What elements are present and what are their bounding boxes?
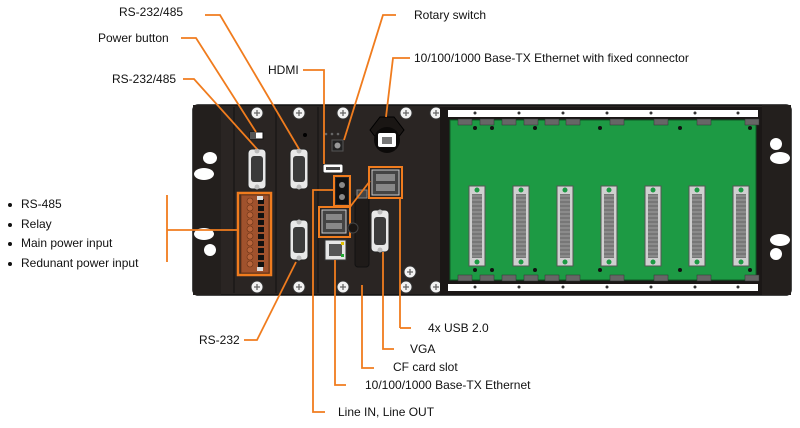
rail-clip bbox=[479, 274, 495, 282]
callout-line-rotary-switch bbox=[343, 14, 396, 141]
callout-line-rs232-485-left bbox=[183, 78, 258, 150]
led-indicator bbox=[303, 133, 307, 137]
callout-line-usb-link bbox=[349, 180, 371, 208]
rail-clip bbox=[501, 274, 517, 282]
rs232-485-port-left bbox=[247, 148, 267, 190]
screw-icon bbox=[403, 265, 417, 279]
rail-clip bbox=[523, 274, 539, 282]
callout-line-hdmi bbox=[303, 69, 325, 164]
rail-clip bbox=[523, 118, 539, 126]
mount-slot bbox=[770, 152, 790, 164]
left-mount-ear bbox=[193, 105, 221, 295]
terminal-block bbox=[240, 194, 270, 274]
io-slot-connector bbox=[512, 185, 530, 267]
right-mount-ear bbox=[762, 105, 791, 295]
list-item: Main power input bbox=[6, 234, 138, 254]
io-slot-connector bbox=[732, 185, 750, 267]
vga-port bbox=[370, 209, 390, 253]
label-audio: Line IN, Line OUT bbox=[338, 405, 435, 419]
rail-clip bbox=[696, 274, 712, 282]
list-item: RS-485 bbox=[6, 195, 138, 215]
callout-line-cf-card bbox=[361, 285, 374, 369]
io-slot-connector bbox=[556, 185, 574, 267]
screw-icon bbox=[336, 280, 350, 294]
callout-line-ethernet bbox=[334, 260, 346, 386]
rail-clip bbox=[653, 118, 669, 126]
rail-clip bbox=[744, 274, 760, 282]
rail-clip bbox=[457, 118, 473, 126]
io-slot-connector bbox=[644, 185, 662, 267]
rail-clip bbox=[544, 274, 560, 282]
io-slot-connector bbox=[688, 185, 706, 267]
label-rotary-switch: Rotary switch bbox=[414, 8, 487, 22]
rail-clip bbox=[609, 118, 625, 126]
rail-clip bbox=[479, 118, 495, 126]
list-item: Redunant power input bbox=[6, 254, 138, 274]
rail-clip bbox=[565, 118, 581, 126]
callout-line-eth-fixed bbox=[385, 57, 410, 118]
screw-icon bbox=[336, 106, 350, 120]
bottom-rail bbox=[448, 284, 758, 291]
screw-icon bbox=[399, 280, 413, 294]
screw-icon bbox=[292, 106, 306, 120]
label-rs232: RS-232 bbox=[199, 333, 240, 347]
mount-slot bbox=[194, 168, 214, 180]
screw-icon bbox=[292, 280, 306, 294]
mount-hole bbox=[203, 152, 217, 164]
rail-clip bbox=[544, 118, 560, 126]
list-item: Relay bbox=[6, 215, 138, 235]
label-power-button: Power button bbox=[98, 31, 169, 45]
callout-line-vga bbox=[382, 252, 394, 350]
label-usb: 4x USB 2.0 bbox=[428, 321, 489, 335]
audio-jacks bbox=[336, 178, 348, 204]
label-eth-fixed: 10/100/1000 Base-TX Ethernet with fixed … bbox=[414, 51, 689, 65]
rail-clip bbox=[565, 274, 581, 282]
screws bbox=[250, 106, 443, 294]
mount-hole bbox=[770, 138, 782, 150]
callout-lines bbox=[166, 14, 411, 413]
callout-line-rs232-485-top bbox=[205, 14, 300, 150]
io-slot-connector bbox=[600, 185, 618, 267]
mount-slot bbox=[770, 234, 790, 246]
callout-line-rs232 bbox=[244, 261, 297, 341]
rail-clip bbox=[609, 274, 625, 282]
label-vga: VGA bbox=[410, 342, 436, 356]
io-slot-connector bbox=[468, 185, 486, 267]
terminal-block-highlight bbox=[236, 191, 273, 277]
rail-clip bbox=[501, 118, 517, 126]
mount-slot bbox=[194, 228, 214, 240]
io-slots bbox=[468, 185, 750, 267]
usb-ports-upper bbox=[371, 169, 400, 196]
screw-icon bbox=[250, 106, 264, 120]
label-hdmi: HDMI bbox=[268, 63, 299, 77]
screw-icon bbox=[250, 280, 264, 294]
mount-hole bbox=[770, 248, 782, 260]
top-rail bbox=[448, 110, 758, 117]
callout-line-audio bbox=[312, 189, 334, 413]
callout-line-power-button bbox=[181, 37, 257, 133]
usb-ports-lower bbox=[321, 209, 347, 234]
terminal-block-function-list: RS-485 Relay Main power input Redunant p… bbox=[6, 195, 138, 273]
rs232-port bbox=[289, 219, 309, 261]
power-button-knob bbox=[250, 132, 256, 139]
rail-clip bbox=[457, 274, 473, 282]
mount-hole bbox=[204, 244, 216, 256]
label-cf-card: CF card slot bbox=[393, 360, 458, 374]
label-rs232-485-left: RS-232/485 bbox=[112, 72, 177, 86]
rail-clip bbox=[696, 118, 712, 126]
rail-clip bbox=[653, 274, 669, 282]
rail-clip bbox=[744, 118, 760, 126]
rs232-485-port-right bbox=[289, 148, 309, 190]
label-ethernet: 10/100/1000 Base-TX Ethernet bbox=[365, 378, 531, 392]
label-rs232-485-top: RS-232/485 bbox=[119, 5, 184, 19]
screw-icon bbox=[399, 106, 413, 120]
usb-lower-highlight bbox=[318, 206, 351, 238]
